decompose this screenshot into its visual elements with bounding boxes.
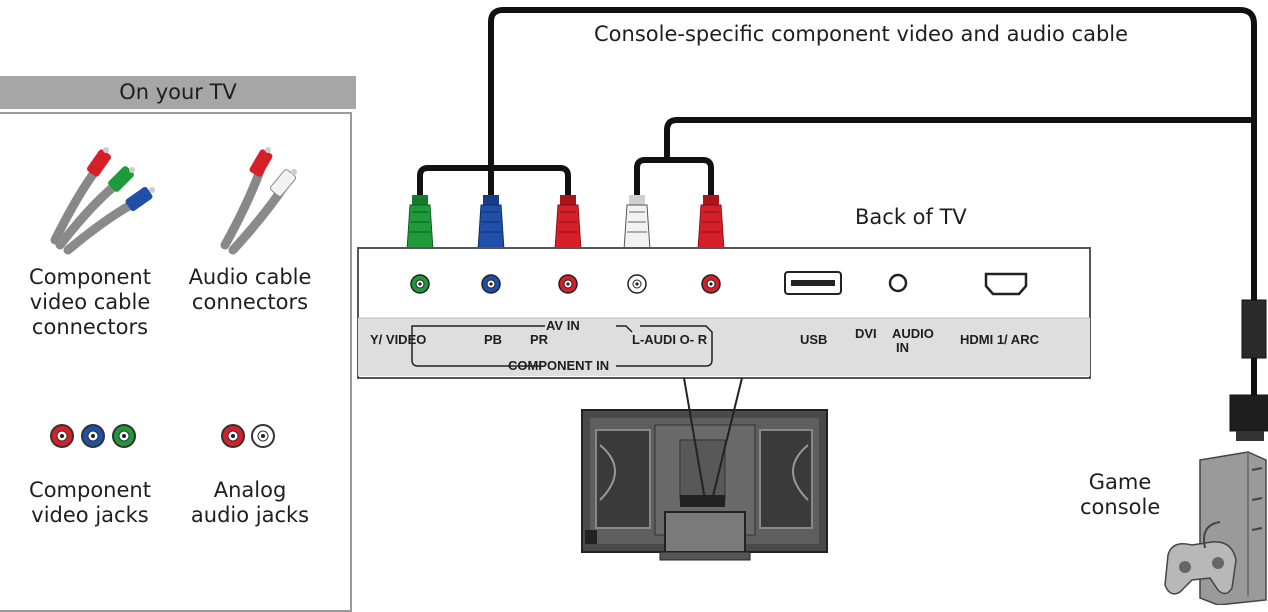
port-label-l-audio-r: L-AUDI O- R — [632, 332, 708, 347]
port-label-in: IN — [896, 340, 909, 355]
port-label-dvi: DVI — [855, 326, 877, 341]
jack-red-video — [558, 274, 578, 294]
back-of-tv-label: Back of TV — [855, 205, 967, 229]
component-cable-label: Component video cable connectors — [29, 265, 151, 339]
audio-jacks-label: Analog audio jacks — [190, 478, 310, 527]
port-label-usb: USB — [800, 332, 828, 347]
audio-jacks-icon — [221, 424, 275, 448]
hdmi-port — [984, 272, 1028, 296]
port-label-pr: PR — [530, 332, 549, 347]
port-label-component-in: COMPONENT IN — [508, 358, 610, 373]
tv-back-panel-strip — [358, 318, 1090, 376]
jack-blue — [481, 274, 501, 294]
port-label-audio: AUDIO — [892, 326, 934, 341]
tv-back-image — [581, 409, 828, 561]
component-cable-illustration — [50, 147, 155, 255]
game-console-label: Game console — [1080, 470, 1161, 519]
gamepad-image — [1164, 521, 1237, 595]
audio-in-port — [888, 273, 908, 293]
port-label-av-in: AV IN — [546, 318, 580, 333]
jack-green — [410, 274, 430, 294]
usb-port — [784, 271, 842, 295]
port-label-y-video: Y/ VIDEO — [370, 332, 427, 347]
audio-cable-label: Audio cable connectors — [188, 265, 312, 314]
cable-lines — [417, 7, 1257, 303]
port-label-hdmi: HDMI 1/ ARC — [960, 332, 1039, 347]
jack-red-audio — [701, 274, 721, 294]
port-label-pb: PB — [484, 332, 503, 347]
jack-white — [627, 274, 647, 294]
audio-cable-illustration — [220, 147, 297, 255]
cable-title: Console-specific component video and aud… — [594, 22, 1129, 46]
panel-header: On your TV — [0, 76, 356, 109]
console-cable-connector — [1229, 299, 1268, 441]
component-jacks-icon — [50, 424, 136, 448]
component-jacks-label: Component video jacks — [29, 478, 151, 527]
